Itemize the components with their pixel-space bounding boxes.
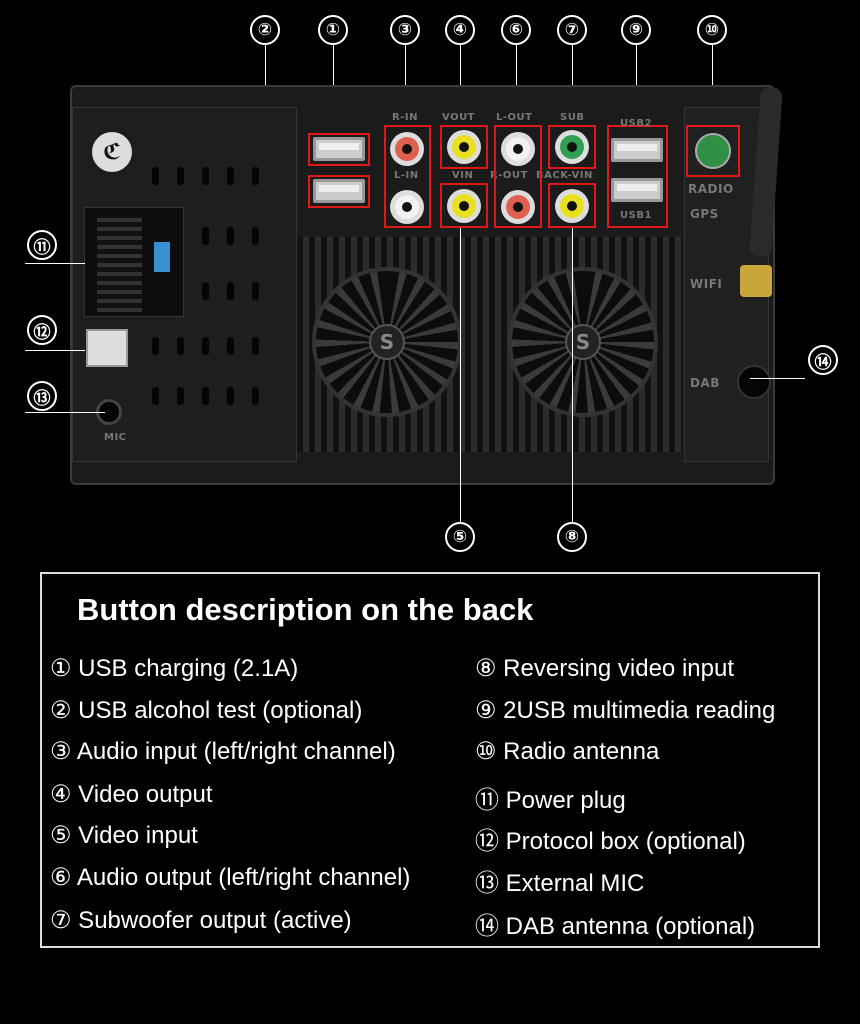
description-item: ⑫ Protocol box (optional)	[475, 828, 746, 855]
fuse	[154, 242, 170, 272]
highlight-usb-charging	[308, 133, 370, 166]
label-l-in: L-IN	[394, 170, 419, 181]
highlight-video-output	[440, 125, 488, 169]
highlight-video-input	[440, 183, 488, 228]
description-title: Button description on the back	[77, 592, 534, 627]
highlight-audio-output	[494, 125, 542, 228]
label-back-vin: BACK-VIN	[536, 170, 593, 181]
radio-antenna-socket	[695, 133, 731, 169]
description-item: ⑩ Radio antenna	[475, 738, 660, 765]
label-vin: VIN	[452, 170, 474, 181]
ce-logo: ℭ	[92, 132, 132, 172]
highlight-audio-input	[384, 125, 431, 228]
label-usb2: USB2	[620, 118, 652, 129]
protocol-box-connector	[86, 329, 128, 367]
description-item: ⑬ External MIC	[475, 870, 645, 897]
description-item: ⑨ 2USB multimedia reading	[475, 697, 776, 724]
callout-line-13	[25, 412, 105, 413]
power-plug-pins	[97, 217, 142, 312]
callout-6: ⑥	[501, 15, 531, 45]
description-item: ⑭ DAB antenna (optional)	[475, 913, 756, 940]
usb2-port	[611, 138, 663, 162]
description-item: ⑥ Audio output (left/right channel)	[50, 864, 411, 891]
callout-13: ⑬	[27, 381, 57, 411]
callout-line-14	[750, 378, 805, 379]
wifi-antenna-connector	[740, 265, 772, 297]
label-usb1: USB1	[620, 210, 652, 221]
callout-10: ⑩	[697, 15, 727, 45]
description-item: ⑧ Reversing video input	[475, 655, 734, 682]
label-r-out: R-OUT	[490, 170, 528, 181]
label-sub: SUB	[560, 112, 585, 123]
callout-line-12	[25, 350, 85, 351]
callout-1: ①	[318, 15, 348, 45]
label-wifi: WIFI	[690, 277, 723, 291]
description-item: ⑤ Video input	[50, 822, 198, 849]
highlight-multimedia-usb	[607, 125, 668, 228]
description-item: ② USB alcohol test (optional)	[50, 697, 363, 724]
label-vout: VOUT	[442, 112, 476, 123]
label-radio: RADIO	[688, 182, 734, 196]
callout-7: ⑦	[557, 15, 587, 45]
rca-r-in	[390, 132, 424, 166]
callout-9: ⑨	[621, 15, 651, 45]
label-r-in: R-IN	[392, 112, 418, 123]
label-mic: MIC	[104, 432, 127, 443]
description-box: Button description on the back ① USB cha…	[40, 572, 820, 948]
highlight-reversing-video	[548, 183, 596, 228]
rca-l-out	[501, 132, 535, 166]
description-item: ④ Video output	[50, 781, 213, 808]
cooling-fan-left: S	[312, 267, 462, 417]
dab-antenna-socket	[737, 365, 771, 399]
callout-line-11	[25, 263, 85, 264]
callout-12: ⑫	[27, 315, 57, 345]
description-item: ⑪ Power plug	[475, 787, 626, 814]
callout-5: ⑤	[445, 522, 475, 552]
rca-l-in	[390, 190, 424, 224]
callout-11: ⑪	[27, 230, 57, 260]
rca-vin	[447, 189, 481, 223]
description-item: ③ Audio input (left/right channel)	[50, 738, 396, 765]
rca-vout	[447, 130, 481, 164]
highlight-subwoofer	[548, 125, 596, 169]
rca-back-vin	[555, 189, 589, 223]
callout-3: ③	[390, 15, 420, 45]
highlight-usb-alcohol	[308, 175, 370, 208]
label-gps: GPS	[690, 207, 719, 221]
callout-8: ⑧	[557, 522, 587, 552]
label-l-out: L-OUT	[496, 112, 533, 123]
rca-sub	[555, 130, 589, 164]
usb-alcohol-test-port	[313, 179, 365, 203]
usb-charging-port	[313, 137, 365, 161]
callout-line-5	[460, 228, 461, 523]
callout-line-8	[572, 228, 573, 523]
highlight-radio-antenna	[686, 125, 740, 177]
usb1-port	[611, 178, 663, 202]
callout-4: ④	[445, 15, 475, 45]
callout-14: ⑭	[808, 345, 838, 375]
callout-2: ②	[250, 15, 280, 45]
label-dab: DAB	[690, 376, 720, 390]
rca-r-out	[501, 190, 535, 224]
description-item: ⑦ Subwoofer output (active)	[50, 907, 352, 934]
description-item: ① USB charging (2.1A)	[50, 655, 299, 682]
cooling-fan-right: S	[508, 267, 658, 417]
